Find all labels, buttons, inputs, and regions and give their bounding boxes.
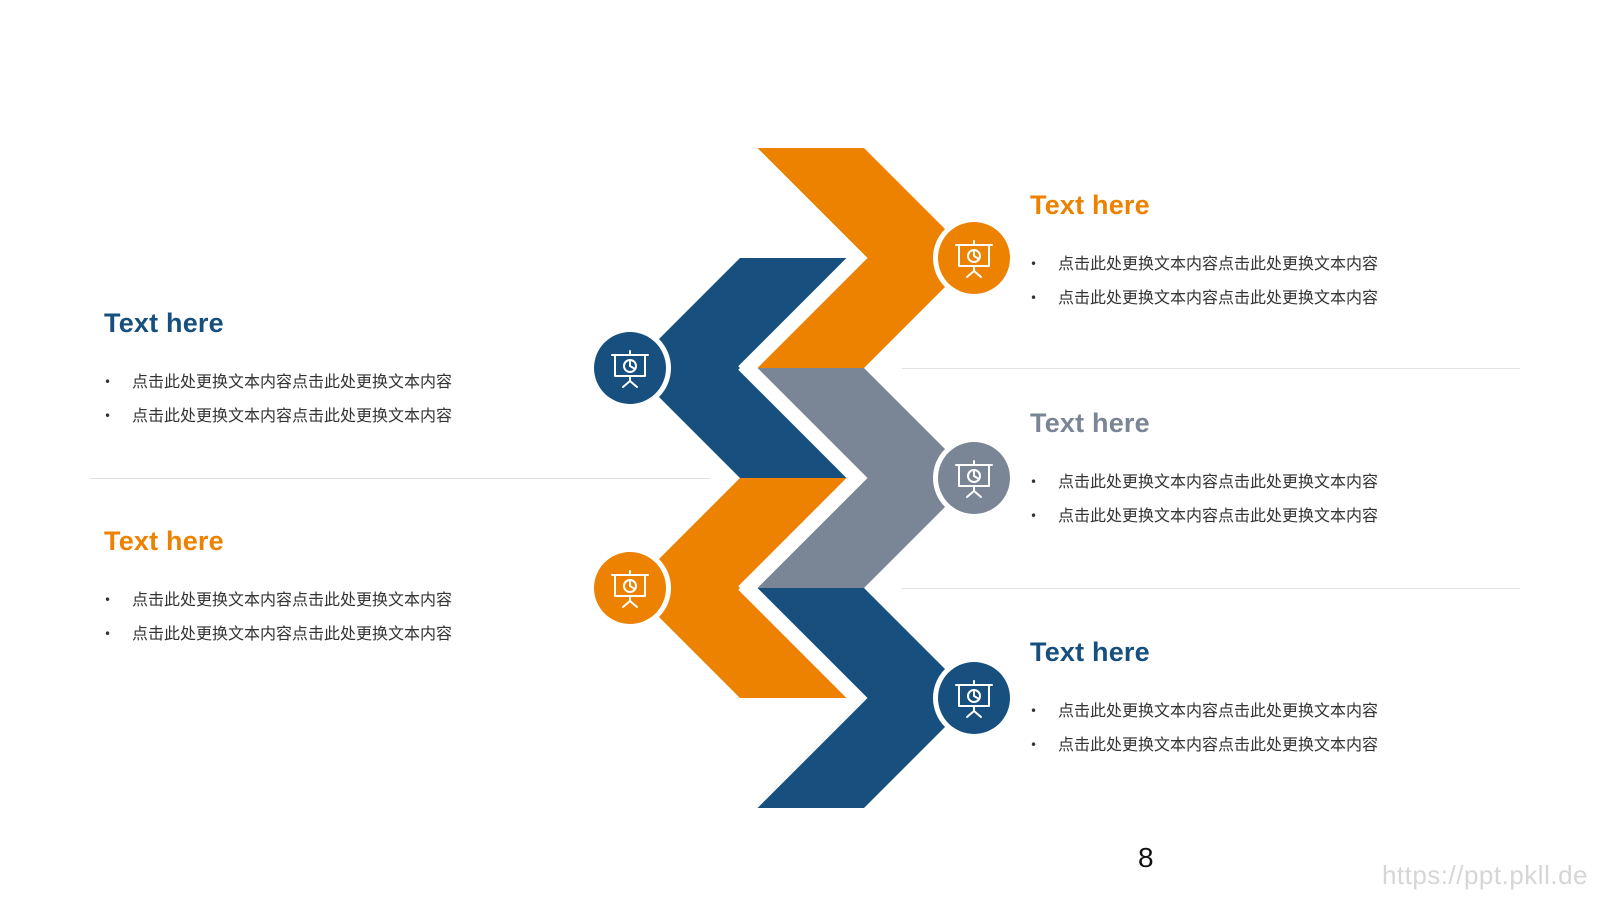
node-right-middle bbox=[933, 437, 1015, 519]
text-block-right-bottom: Text here •点击此处更换文本内容点击此处更换文本内容 •点击此处更换文… bbox=[1030, 637, 1450, 762]
text-block-right-middle: Text here •点击此处更换文本内容点击此处更换文本内容 •点击此处更换文… bbox=[1030, 408, 1450, 533]
text-block-left-top: Text here •点击此处更换文本内容点击此处更换文本内容 •点击此处更换文… bbox=[104, 308, 524, 433]
bullet-list: •点击此处更换文本内容点击此处更换文本内容 •点击此处更换文本内容点击此处更换文… bbox=[1030, 247, 1450, 315]
block-title: Text here bbox=[1030, 408, 1150, 438]
bullet-list: •点击此处更换文本内容点击此处更换文本内容 •点击此处更换文本内容点击此处更换文… bbox=[1030, 465, 1450, 533]
bullet-list: •点击此处更换文本内容点击此处更换文本内容 •点击此处更换文本内容点击此处更换文… bbox=[1030, 694, 1450, 762]
watermark: https://ppt.pkll.de bbox=[1381, 860, 1588, 890]
divider-left bbox=[90, 478, 710, 479]
list-item: •点击此处更换文本内容点击此处更换文本内容 bbox=[1030, 288, 1379, 307]
block-title: Text here bbox=[1030, 190, 1150, 220]
page-number: 8 bbox=[1138, 842, 1154, 873]
text-block-left-bottom: Text here •点击此处更换文本内容点击此处更换文本内容 •点击此处更换文… bbox=[104, 526, 524, 651]
list-item: •点击此处更换文本内容点击此处更换文本内容 bbox=[1030, 701, 1379, 720]
bullet-list: •点击此处更换文本内容点击此处更换文本内容 •点击此处更换文本内容点击此处更换文… bbox=[104, 365, 524, 433]
node-right-bottom bbox=[933, 657, 1015, 739]
list-item: •点击此处更换文本内容点击此处更换文本内容 bbox=[104, 624, 453, 643]
list-item: •点击此处更换文本内容点击此处更换文本内容 bbox=[1030, 506, 1379, 525]
divider-right-top bbox=[902, 368, 1520, 369]
list-item: •点击此处更换文本内容点击此处更换文本内容 bbox=[104, 406, 453, 425]
list-item: •点击此处更换文本内容点击此处更换文本内容 bbox=[104, 372, 453, 391]
list-item: •点击此处更换文本内容点击此处更换文本内容 bbox=[1030, 472, 1379, 491]
block-title: Text here bbox=[104, 308, 224, 338]
node-left-upper bbox=[589, 327, 671, 409]
node-left-lower bbox=[589, 547, 671, 629]
block-title: Text here bbox=[1030, 637, 1150, 667]
list-item: •点击此处更换文本内容点击此处更换文本内容 bbox=[1030, 254, 1379, 273]
node-right-top bbox=[933, 217, 1015, 299]
list-item: •点击此处更换文本内容点击此处更换文本内容 bbox=[1030, 735, 1379, 754]
text-block-right-top: Text here •点击此处更换文本内容点击此处更换文本内容 •点击此处更换文… bbox=[1030, 190, 1450, 315]
block-title: Text here bbox=[104, 526, 224, 556]
bullet-list: •点击此处更换文本内容点击此处更换文本内容 •点击此处更换文本内容点击此处更换文… bbox=[104, 583, 524, 651]
list-item: •点击此处更换文本内容点击此处更换文本内容 bbox=[104, 590, 453, 609]
divider-right-bottom bbox=[902, 588, 1520, 589]
